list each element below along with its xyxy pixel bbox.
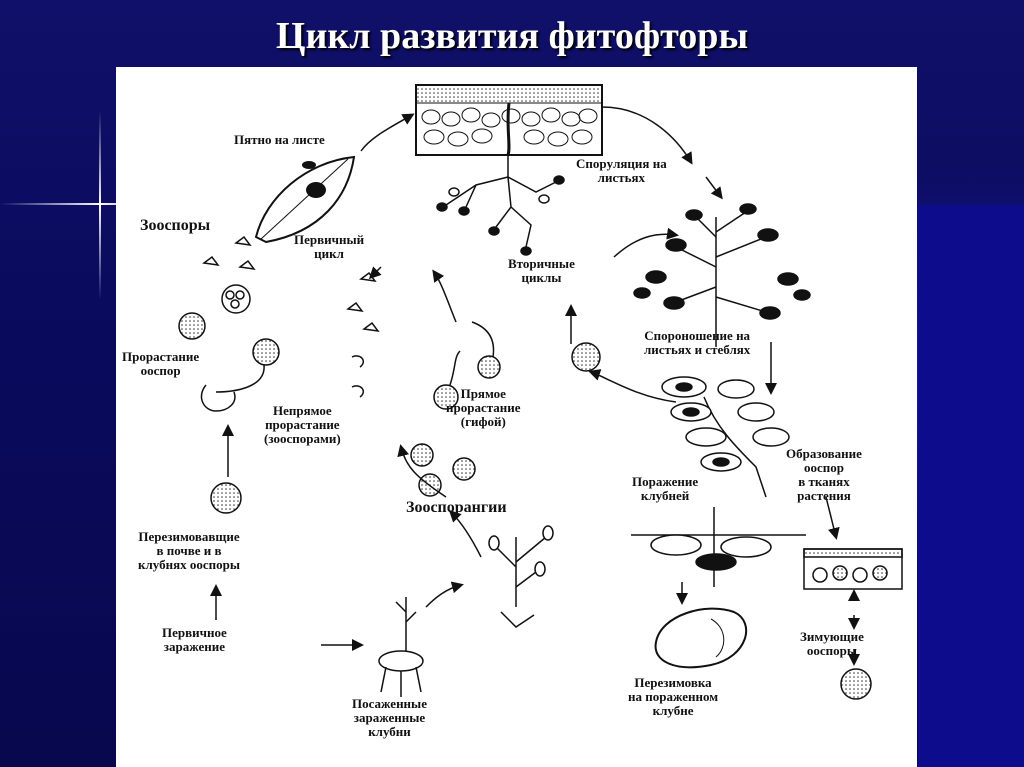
wintering-oospore-illustration (840, 668, 872, 700)
label-overwintered-oospores: Перезимовавщие в почве и в клубнях ооспо… (138, 529, 241, 572)
sporangiophore-illustration (436, 155, 565, 256)
label-primary-infection: Первичное заражение (162, 625, 227, 654)
label-tuber-infection: Поражение клубней (632, 474, 699, 503)
sporangium-illustration (178, 284, 280, 514)
label-sporulation: Спорyляция на листьях (576, 156, 667, 185)
label-primary-cycle: Первичный цикл (294, 232, 365, 261)
infected-stem-illustration (661, 376, 790, 498)
diagram-panel: Пятно на листе Спорyляция на листьях Зоо… (116, 67, 917, 767)
label-zoosporangia: Зооспорангии (406, 499, 507, 516)
potato-plant-illustration (633, 203, 811, 347)
tissue-oospores-illustration (803, 548, 903, 590)
lifecycle-diagram (178, 84, 903, 700)
overwintering-tuber-illustration (654, 607, 748, 669)
leaf-tissue-illustration (415, 84, 603, 156)
label-planted-tubers: Посаженные зараженные клубни (352, 696, 427, 739)
planted-tuber-illustration (378, 597, 424, 697)
label-secondary-cycles: Вторичные циклы (508, 256, 575, 285)
label-direct-germination: Прямое прорастание (гифой) (446, 386, 521, 429)
label-overwintering-tuber: Перезимовка на пораженном клубне (628, 675, 719, 718)
soil-tuber-illustration (631, 507, 806, 587)
cycle-arrows (210, 106, 860, 666)
label-wintering-oospores: Зимующие ооспоры (800, 629, 864, 658)
sparkle-decoration (99, 110, 101, 300)
background-band (918, 205, 1024, 767)
label-oospore-formation: Образование ооспор в тканях растения (786, 446, 862, 503)
label-zoospores: Зооспоры (140, 217, 211, 234)
slide-title: Цикл развития фитофторы (275, 15, 749, 57)
secondary-sporangium-illustration (571, 342, 601, 372)
label-indirect-germination: Непрямое прорастание (зооспорами) (264, 403, 341, 446)
label-spot-on-leaf: Пятно на листе (234, 132, 325, 147)
infected-leaf-illustration (254, 155, 356, 244)
zoosporangia-branch-illustration (488, 525, 554, 628)
label-oospore-germination: Прорастание ооспор (122, 349, 200, 378)
label-sporulation-leaves-stems: Спороношение на листьях и стеблях (644, 328, 751, 357)
